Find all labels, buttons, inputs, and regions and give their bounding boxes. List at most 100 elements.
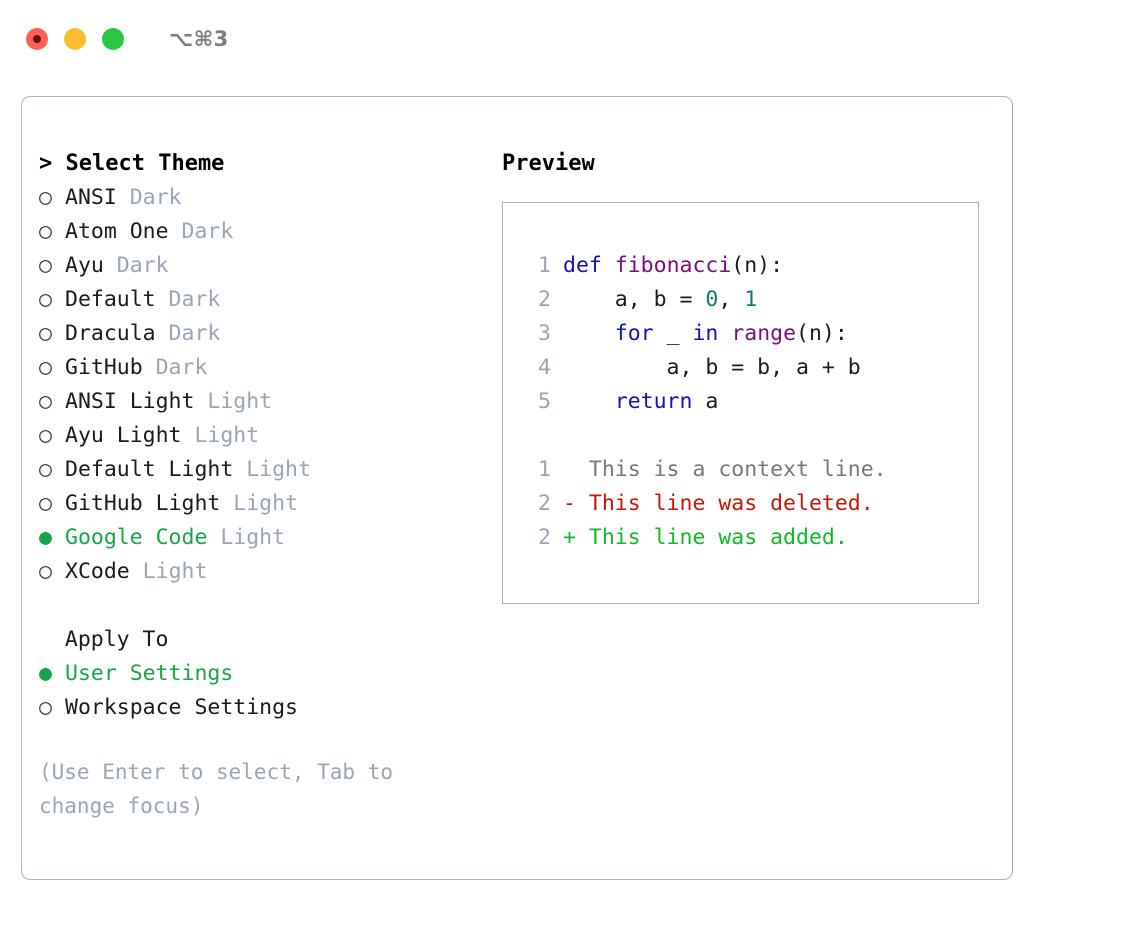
radio-unselected-icon[interactable]: ○ xyxy=(39,695,52,720)
theme-variant-tag: Light xyxy=(129,559,208,584)
apply-to-label: Workspace Settings xyxy=(65,695,298,720)
line-number: 2 xyxy=(538,491,551,516)
theme-item-ayu-light[interactable]: ○ Ayu Light Light xyxy=(39,419,489,453)
radio-unselected-icon[interactable]: ○ xyxy=(39,219,52,244)
theme-variant-tag: Dark xyxy=(155,321,221,346)
apply-to-item-user-settings[interactable]: ●User Settings xyxy=(39,657,489,691)
line-number: 1 xyxy=(538,457,551,482)
theme-name: Google Code xyxy=(65,525,208,550)
diff-text: This line was added. xyxy=(588,525,848,550)
theme-item-default-light[interactable]: ○ Default Light Light xyxy=(39,453,489,487)
theme-item-dracula[interactable]: ○ Dracula Dark xyxy=(39,317,489,351)
theme-item-ansi[interactable]: ○ ANSI Dark xyxy=(39,181,489,215)
theme-item-atom-one[interactable]: ○ Atom One Dark xyxy=(39,215,489,249)
radio-selected-icon[interactable]: ● xyxy=(39,525,52,550)
code-token: return xyxy=(614,389,693,414)
theme-item-ansi-light[interactable]: ○ANSI Light Light xyxy=(39,385,489,419)
close-button-icon[interactable] xyxy=(26,28,48,50)
code-token: 1 xyxy=(744,287,758,312)
radio-unselected-icon[interactable]: ○ xyxy=(39,491,52,516)
radio-unselected-icon[interactable]: ○ xyxy=(39,287,52,312)
theme-picker-panel: > Select Theme ○ANSI Dark○Atom One Dark○… xyxy=(21,96,1013,880)
theme-variant-tag: Dark xyxy=(168,219,234,244)
radio-unselected-icon[interactable]: ○ xyxy=(39,389,52,414)
theme-name: ANSI xyxy=(65,185,117,210)
theme-list-column: > Select Theme ○ANSI Dark○Atom One Dark○… xyxy=(39,147,489,823)
apply-to-list[interactable]: ●User Settings ○ Workspace Settings xyxy=(39,657,489,725)
title-bar: ⌥⌘3 xyxy=(0,0,1140,78)
radio-unselected-icon[interactable]: ○ xyxy=(39,321,52,346)
diff-sample: 1 This is a context line.2- This line wa… xyxy=(521,453,978,555)
code-diff-spacer xyxy=(521,419,978,453)
theme-variant-tag: Dark xyxy=(155,287,221,312)
code-token xyxy=(718,321,731,346)
code-token: in xyxy=(692,321,719,346)
theme-variant-tag: Light xyxy=(181,423,260,448)
theme-name: Dracula xyxy=(65,321,156,346)
diff-line-ctx: 1 This is a context line. xyxy=(521,453,978,487)
diff-marker xyxy=(563,457,589,482)
radio-unselected-icon[interactable]: ○ xyxy=(39,185,52,210)
theme-name: Default xyxy=(65,287,156,312)
code-token xyxy=(602,253,615,278)
keyboard-hint-text: (Use Enter to select, Tab to change focu… xyxy=(39,760,406,818)
code-line: 5 return a xyxy=(521,385,978,419)
window-controls xyxy=(26,28,124,50)
radio-unselected-icon[interactable]: ○ xyxy=(39,457,52,482)
code-line: 2 a, b = 0, 1 xyxy=(521,283,978,317)
theme-variant-tag: Light xyxy=(220,491,299,516)
theme-name: Ayu xyxy=(65,253,104,278)
radio-unselected-icon[interactable]: ○ xyxy=(39,559,52,584)
diff-marker: - xyxy=(563,491,589,516)
code-token: a, b = b, a + b xyxy=(563,355,861,380)
theme-name: GitHub xyxy=(65,355,143,380)
line-number: 3 xyxy=(538,321,551,346)
minimize-button-icon[interactable] xyxy=(64,28,86,50)
theme-name: Atom One xyxy=(65,219,169,244)
theme-variant-tag: Dark xyxy=(142,355,208,380)
theme-list[interactable]: ○ ANSI Dark ○ Atom One Dark ○ Ayu Dark ○ Defaul… xyxy=(39,181,489,589)
diff-text: This line was deleted. xyxy=(588,491,874,516)
select-theme-header: > Select Theme xyxy=(39,151,225,176)
theme-variant-tag: Dark xyxy=(116,185,182,210)
theme-name: Ayu Light xyxy=(65,423,182,448)
code-token: a, b = xyxy=(563,287,706,312)
code-token: range xyxy=(731,321,797,346)
diff-text: This is a context line. xyxy=(588,457,887,482)
keyboard-shortcut-label: ⌥⌘3 xyxy=(169,27,229,51)
diff-line-del: 2- This line was deleted. xyxy=(521,487,978,521)
theme-item-google-code[interactable]: ●Google Code Light xyxy=(39,521,489,555)
code-token: (n): xyxy=(796,321,848,346)
radio-unselected-icon[interactable]: ○ xyxy=(39,423,52,448)
section-spacer xyxy=(39,589,489,623)
theme-name: GitHub Light xyxy=(65,491,221,516)
theme-name: Default Light xyxy=(65,457,234,482)
code-token: (n): xyxy=(731,253,784,278)
theme-item-xcode[interactable]: ○XCode Light xyxy=(39,555,489,589)
theme-variant-tag: Dark xyxy=(103,253,169,278)
theme-item-github-light[interactable]: ○ GitHub Light Light xyxy=(39,487,489,521)
code-token: , xyxy=(718,287,745,312)
line-number: 5 xyxy=(538,389,551,414)
code-token: def xyxy=(563,253,602,278)
radio-unselected-icon[interactable]: ○ xyxy=(39,253,52,278)
theme-item-default[interactable]: ○ Default Dark xyxy=(39,283,489,317)
line-number: 2 xyxy=(538,287,551,312)
theme-item-ayu[interactable]: ○ Ayu Dark xyxy=(39,249,489,283)
diff-marker: + xyxy=(563,525,589,550)
apply-to-item-workspace-settings[interactable]: ○ Workspace Settings xyxy=(39,691,489,725)
radio-selected-icon[interactable]: ● xyxy=(39,661,52,686)
theme-variant-tag: Light xyxy=(194,389,273,414)
code-token: _ xyxy=(653,321,693,346)
theme-variant-tag: Light xyxy=(233,457,311,482)
maximize-button-icon[interactable] xyxy=(102,28,124,50)
code-token xyxy=(563,321,615,346)
code-token: a xyxy=(692,389,719,414)
line-number: 2 xyxy=(538,525,551,550)
code-token: for xyxy=(614,321,654,346)
theme-item-github[interactable]: ○ GitHub Dark xyxy=(39,351,489,385)
line-number: 4 xyxy=(538,355,551,380)
code-token: fibonacci xyxy=(614,253,732,278)
radio-unselected-icon[interactable]: ○ xyxy=(39,355,52,380)
